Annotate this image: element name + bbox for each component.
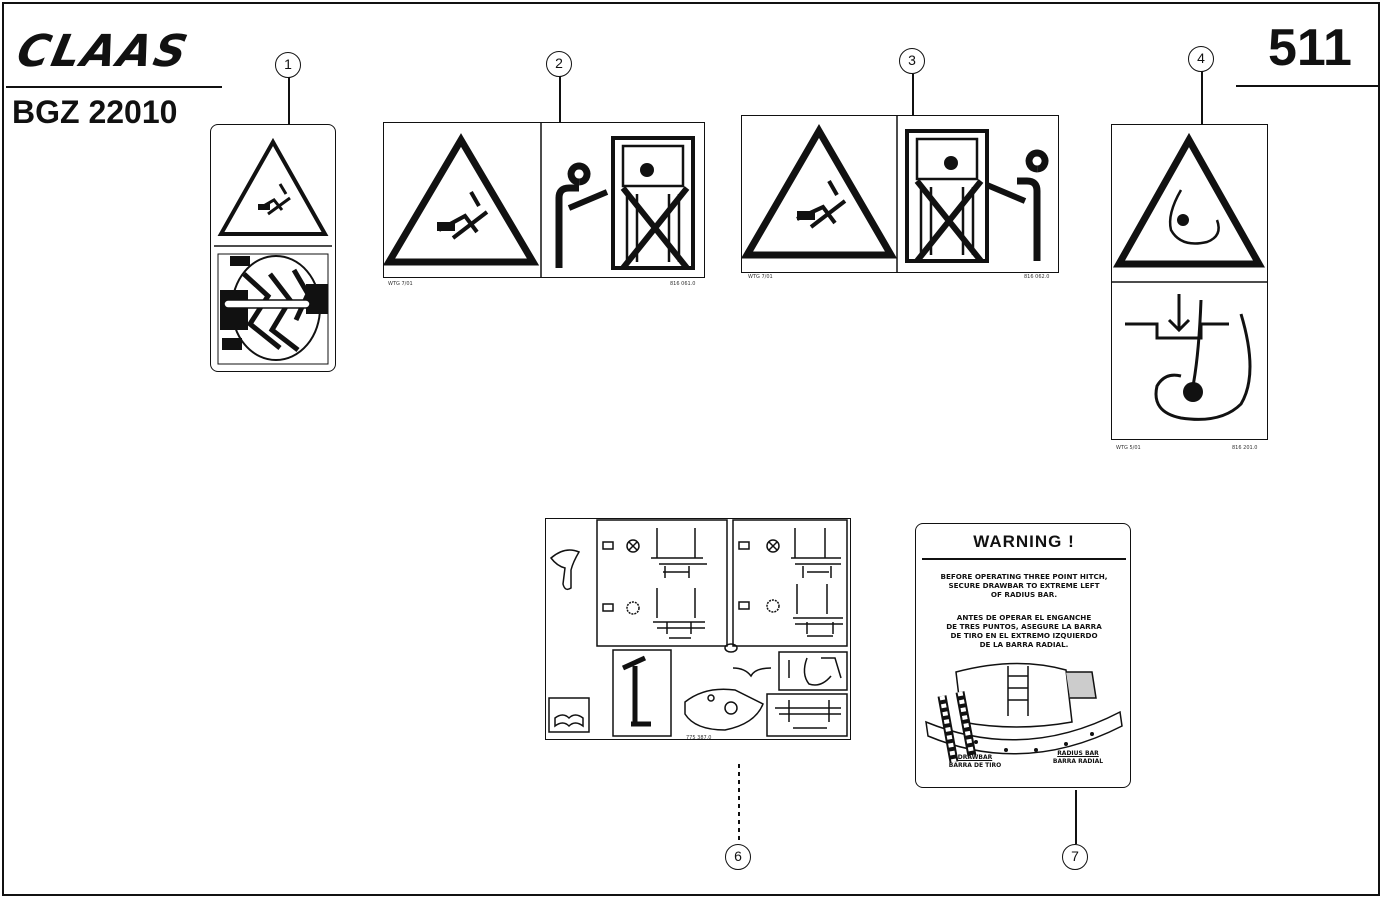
decal-4-code-left: WTG 5/01 [1116, 445, 1141, 451]
callout-6[interactable]: 6 [725, 844, 751, 870]
leader-4 [1201, 71, 1203, 125]
page-number: 511 [1268, 19, 1352, 77]
decal-3-graphic [740, 115, 1049, 273]
leader-7 [1075, 790, 1077, 844]
decal-4-graphic [1111, 132, 1268, 421]
label-radius-bar: RADIUS BAR BARRA RADIAL [1052, 750, 1104, 765]
leader-6 [738, 764, 740, 844]
callout-3[interactable]: 3 [899, 48, 925, 74]
person-icon [1017, 149, 1049, 261]
decal-3-code-left: WTG 7/01 [748, 274, 773, 280]
leader-3 [912, 74, 914, 116]
decal-2-code-left: WTG 7/01 [388, 281, 413, 287]
person-icon [555, 162, 591, 268]
decal-1[interactable] [210, 124, 336, 372]
leader-1 [288, 76, 290, 124]
logo-rule [6, 86, 222, 88]
callout-2[interactable]: 2 [546, 51, 572, 77]
decal-2-graphic [382, 122, 695, 278]
tractor-cab-icon [611, 136, 695, 270]
press-down-icon [1125, 294, 1229, 340]
callout-4[interactable]: 4 [1188, 46, 1214, 72]
decal-6-graphic [548, 519, 848, 737]
tractor-cab-icon [905, 129, 989, 263]
decal-6-code: 775 387.0 [686, 735, 712, 741]
decal-2-code-right: 816 061.0 [670, 281, 696, 287]
drawbar-illustration [925, 662, 1123, 763]
warning-text-english: BEFORE OPERATING THREE POINT HITCH, SECU… [940, 572, 1108, 599]
drawing-code: BGZ 22010 [12, 94, 178, 130]
decal-3[interactable]: WTG 7/01 816 062.0 [740, 115, 1059, 280]
manual-book-icon [548, 697, 590, 733]
leader-2 [559, 76, 561, 122]
decal-6[interactable]: 775 387.0 [545, 518, 851, 741]
callout-1[interactable]: 1 [275, 52, 301, 78]
cross-icon [914, 179, 984, 263]
warning-title: WARNING ! [973, 532, 1075, 551]
decal-1-graphic [214, 137, 332, 365]
warning-triangle-icon [217, 137, 329, 236]
label-drawbar: DRAWBAR BARRA DE TIRO [948, 754, 1002, 769]
decal-4[interactable]: WTG 5/01 816 201.0 [1111, 124, 1268, 451]
page-number-rule [1236, 85, 1380, 87]
decal-2[interactable]: WTG 7/01 816 061.0 [382, 122, 705, 287]
decal-4-code-right: 816 201.0 [1232, 445, 1258, 451]
warning-title-rule [922, 558, 1126, 560]
warning-triangle-icon [1113, 132, 1265, 268]
warning-triangle-icon [382, 133, 540, 266]
claas-logo: CLAAS [12, 26, 194, 77]
cross-icon [620, 186, 690, 270]
decal-7[interactable]: WARNING ! BEFORE OPERATING THREE POINT H… [915, 523, 1131, 788]
decal-3-code-right: 816 062.0 [1024, 274, 1050, 280]
warning-triangle-icon [740, 124, 898, 259]
lever-icon [549, 549, 581, 591]
callout-7[interactable]: 7 [1062, 844, 1088, 870]
warning-text-spanish: ANTES DE OPERAR EL ENGANCHE DE TRES PUNT… [946, 613, 1102, 649]
